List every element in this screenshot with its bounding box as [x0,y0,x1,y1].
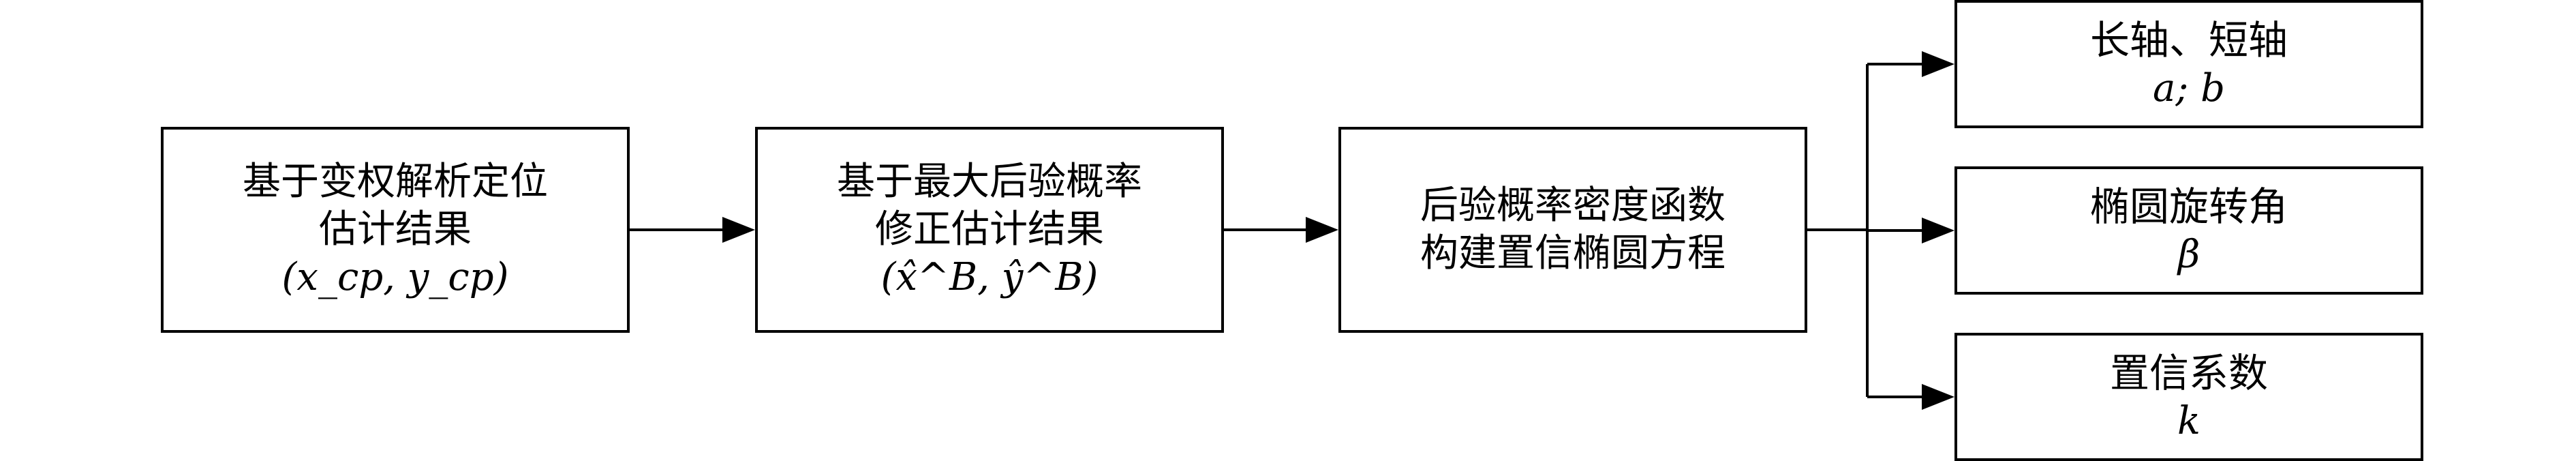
node-a-line-1: 基于变权解析定位 [243,160,548,204]
edge-c-f-arrowhead [1922,384,1954,410]
node-b-formula: (x̂^B, ŷ^B) [881,254,1099,301]
node-b-formula-text: (x̂^B, ŷ^B) [880,255,1099,299]
node-f-formula: k [2177,399,2201,444]
node-b-line-2: 修正估计结果 [875,207,1104,252]
node-c-line-2: 构建置信椭圆方程 [1420,231,1726,276]
node-a-formula-text: (x_cp, y_cp) [281,255,509,299]
node-major-minor-axis: 长轴、短轴 a; b [1954,0,2423,128]
node-a-line-2: 估计结果 [319,207,472,252]
node-confidence-coefficient: 置信系数 k [1954,333,2423,461]
edge-b-c-arrowhead [1306,217,1338,243]
node-variable-weight-estimate: 基于变权解析定位 估计结果 (x_cp, y_cp) [161,127,630,333]
node-e-formula: β [2177,233,2201,278]
edge-c-d-arrowhead [1922,51,1954,77]
node-d-label: 长轴、短轴 [2089,16,2288,63]
node-confidence-ellipse: 后验概率密度函数 构建置信椭圆方程 [1338,127,1807,333]
node-map-corrected-estimate: 基于最大后验概率 修正估计结果 (x̂^B, ŷ^B) [755,127,1224,333]
node-e-label: 椭圆旋转角 [2089,183,2288,230]
node-b-line-1: 基于最大后验概率 [837,160,1142,204]
node-a-formula: (x_cp, y_cp) [282,254,509,301]
edge-a-b-arrowhead [722,217,755,243]
edge-c-e-arrowhead [1922,218,1954,243]
node-rotation-angle: 椭圆旋转角 β [1954,166,2423,295]
node-f-label: 置信系数 [2109,349,2268,396]
node-c-line-1: 后验概率密度函数 [1420,183,1726,228]
node-d-formula: a; b [2153,66,2225,111]
